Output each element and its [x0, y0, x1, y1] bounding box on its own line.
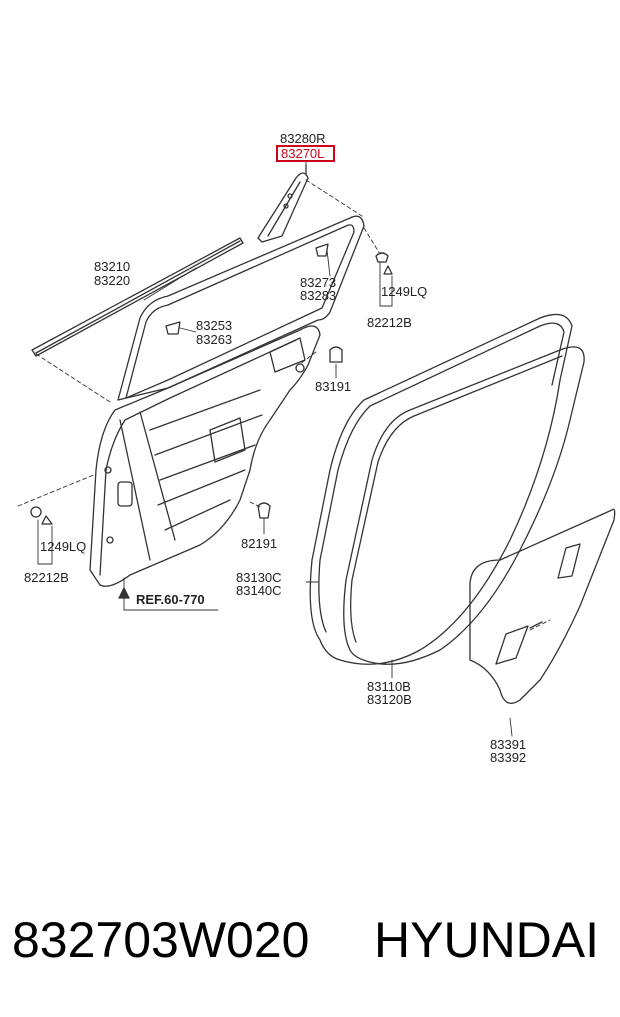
label-82191: 82191 [241, 536, 278, 551]
label-83263: 83263 [196, 332, 233, 347]
label-ref: REF.60-770 [136, 592, 205, 607]
panel-slot-2 [495, 625, 529, 665]
label-83270L: 83270L [281, 146, 325, 161]
caption: 832703W020 HYUNDAI [0, 900, 620, 980]
highlight-box: 83270L [276, 145, 335, 162]
ref-arrow [118, 587, 130, 599]
label-83110B: 83110B [367, 679, 411, 694]
bracket-83273 [315, 243, 329, 257]
label-82212B-top: 82212B [367, 315, 412, 330]
weatherstrip-83110B [343, 346, 585, 665]
part-number: 832703W020 [12, 912, 310, 968]
bracket-83253 [165, 321, 181, 335]
door-sash-frame [117, 215, 365, 401]
diagram-drawing [17, 161, 616, 737]
label-83391: 83391 [490, 737, 527, 752]
label-1249LQ-left: 1249LQ [40, 539, 87, 554]
label-83130C: 83130C [236, 570, 282, 585]
parts-diagram: 83280R 83270L 83210 83220 83273 83283 12… [17, 131, 616, 765]
label-83392: 83392 [490, 750, 527, 765]
label-83253: 83253 [196, 318, 233, 333]
label-83283: 83283 [300, 288, 337, 303]
label-83280R: 83280R [280, 131, 326, 146]
label-83191: 83191 [315, 379, 352, 394]
channel-83270L [257, 172, 309, 243]
label-83220: 83220 [94, 273, 131, 288]
label-83120B: 83120B [367, 692, 412, 707]
label-83140C: 83140C [236, 583, 282, 598]
label-1249LQ-top: 1249LQ [381, 284, 428, 299]
brand-name: HYUNDAI [374, 912, 600, 968]
door-inner-panel [89, 325, 321, 587]
belt-moulding [31, 237, 244, 357]
plug-82191 [257, 502, 271, 519]
weatherstrip-83130C [309, 313, 573, 665]
label-83273: 83273 [300, 275, 337, 290]
clip-top [375, 252, 389, 263]
label-82212B-left: 82212B [24, 570, 69, 585]
label-83210: 83210 [94, 259, 131, 274]
door-sash-inner [125, 224, 355, 399]
panel-slot-1 [557, 543, 581, 579]
clip-left [30, 506, 42, 518]
plug-83191 [329, 346, 343, 363]
trim-panel-83391 [469, 508, 616, 704]
